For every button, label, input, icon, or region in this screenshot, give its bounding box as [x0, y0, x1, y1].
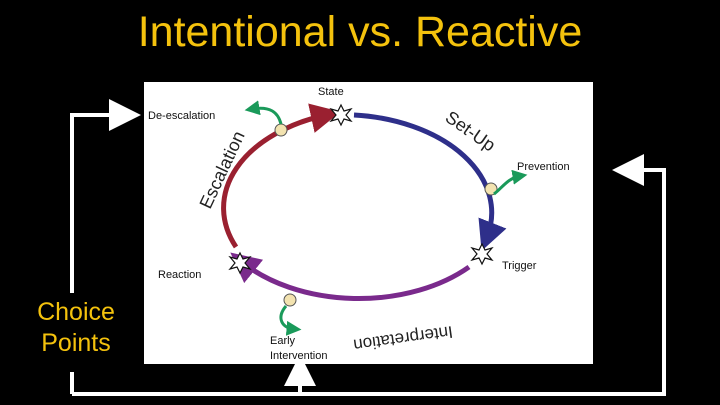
deescalation-label: De-escalation [148, 110, 215, 122]
early-intervention-line1: Early [270, 335, 296, 347]
early-intervention-line2: Intervention [270, 350, 327, 362]
frame-line-left [70, 99, 141, 293]
reaction-label: Reaction [158, 269, 201, 281]
escalation-arc [221, 103, 341, 249]
setup-arc-label: Set-Up [442, 107, 499, 156]
reaction-burst-icon [228, 251, 252, 275]
choice-points-line1: Choice [37, 298, 115, 326]
interpretation-arc-label: Interpretation [352, 322, 454, 355]
choice-point-marker-prevention [484, 182, 498, 196]
choice-points-label: Choice Points [8, 297, 144, 359]
choice-point-marker-early [283, 293, 297, 307]
choice-points-line2: Points [41, 329, 111, 357]
deescalation-arrow-icon [244, 100, 283, 125]
slide-title: Intentional vs. Reactive [137, 8, 583, 56]
interpretation-arc [230, 252, 471, 301]
frame-line-bottom-right [72, 154, 666, 396]
state-burst-icon [329, 103, 353, 127]
state-label: State [318, 86, 344, 98]
setup-arc [353, 112, 507, 251]
trigger-burst-icon [470, 242, 494, 266]
early-intervention-arrow-icon [279, 305, 302, 336]
prevention-arrow-icon [493, 169, 528, 196]
cycle-diagram: State Trigger Reaction De-escalation Pre… [148, 86, 570, 362]
trigger-label: Trigger [502, 260, 537, 272]
prevention-label: Prevention [517, 161, 570, 173]
choice-point-marker-deescalation [274, 123, 288, 137]
cycle-diagram-panel: State Trigger Reaction De-escalation Pre… [144, 82, 593, 364]
